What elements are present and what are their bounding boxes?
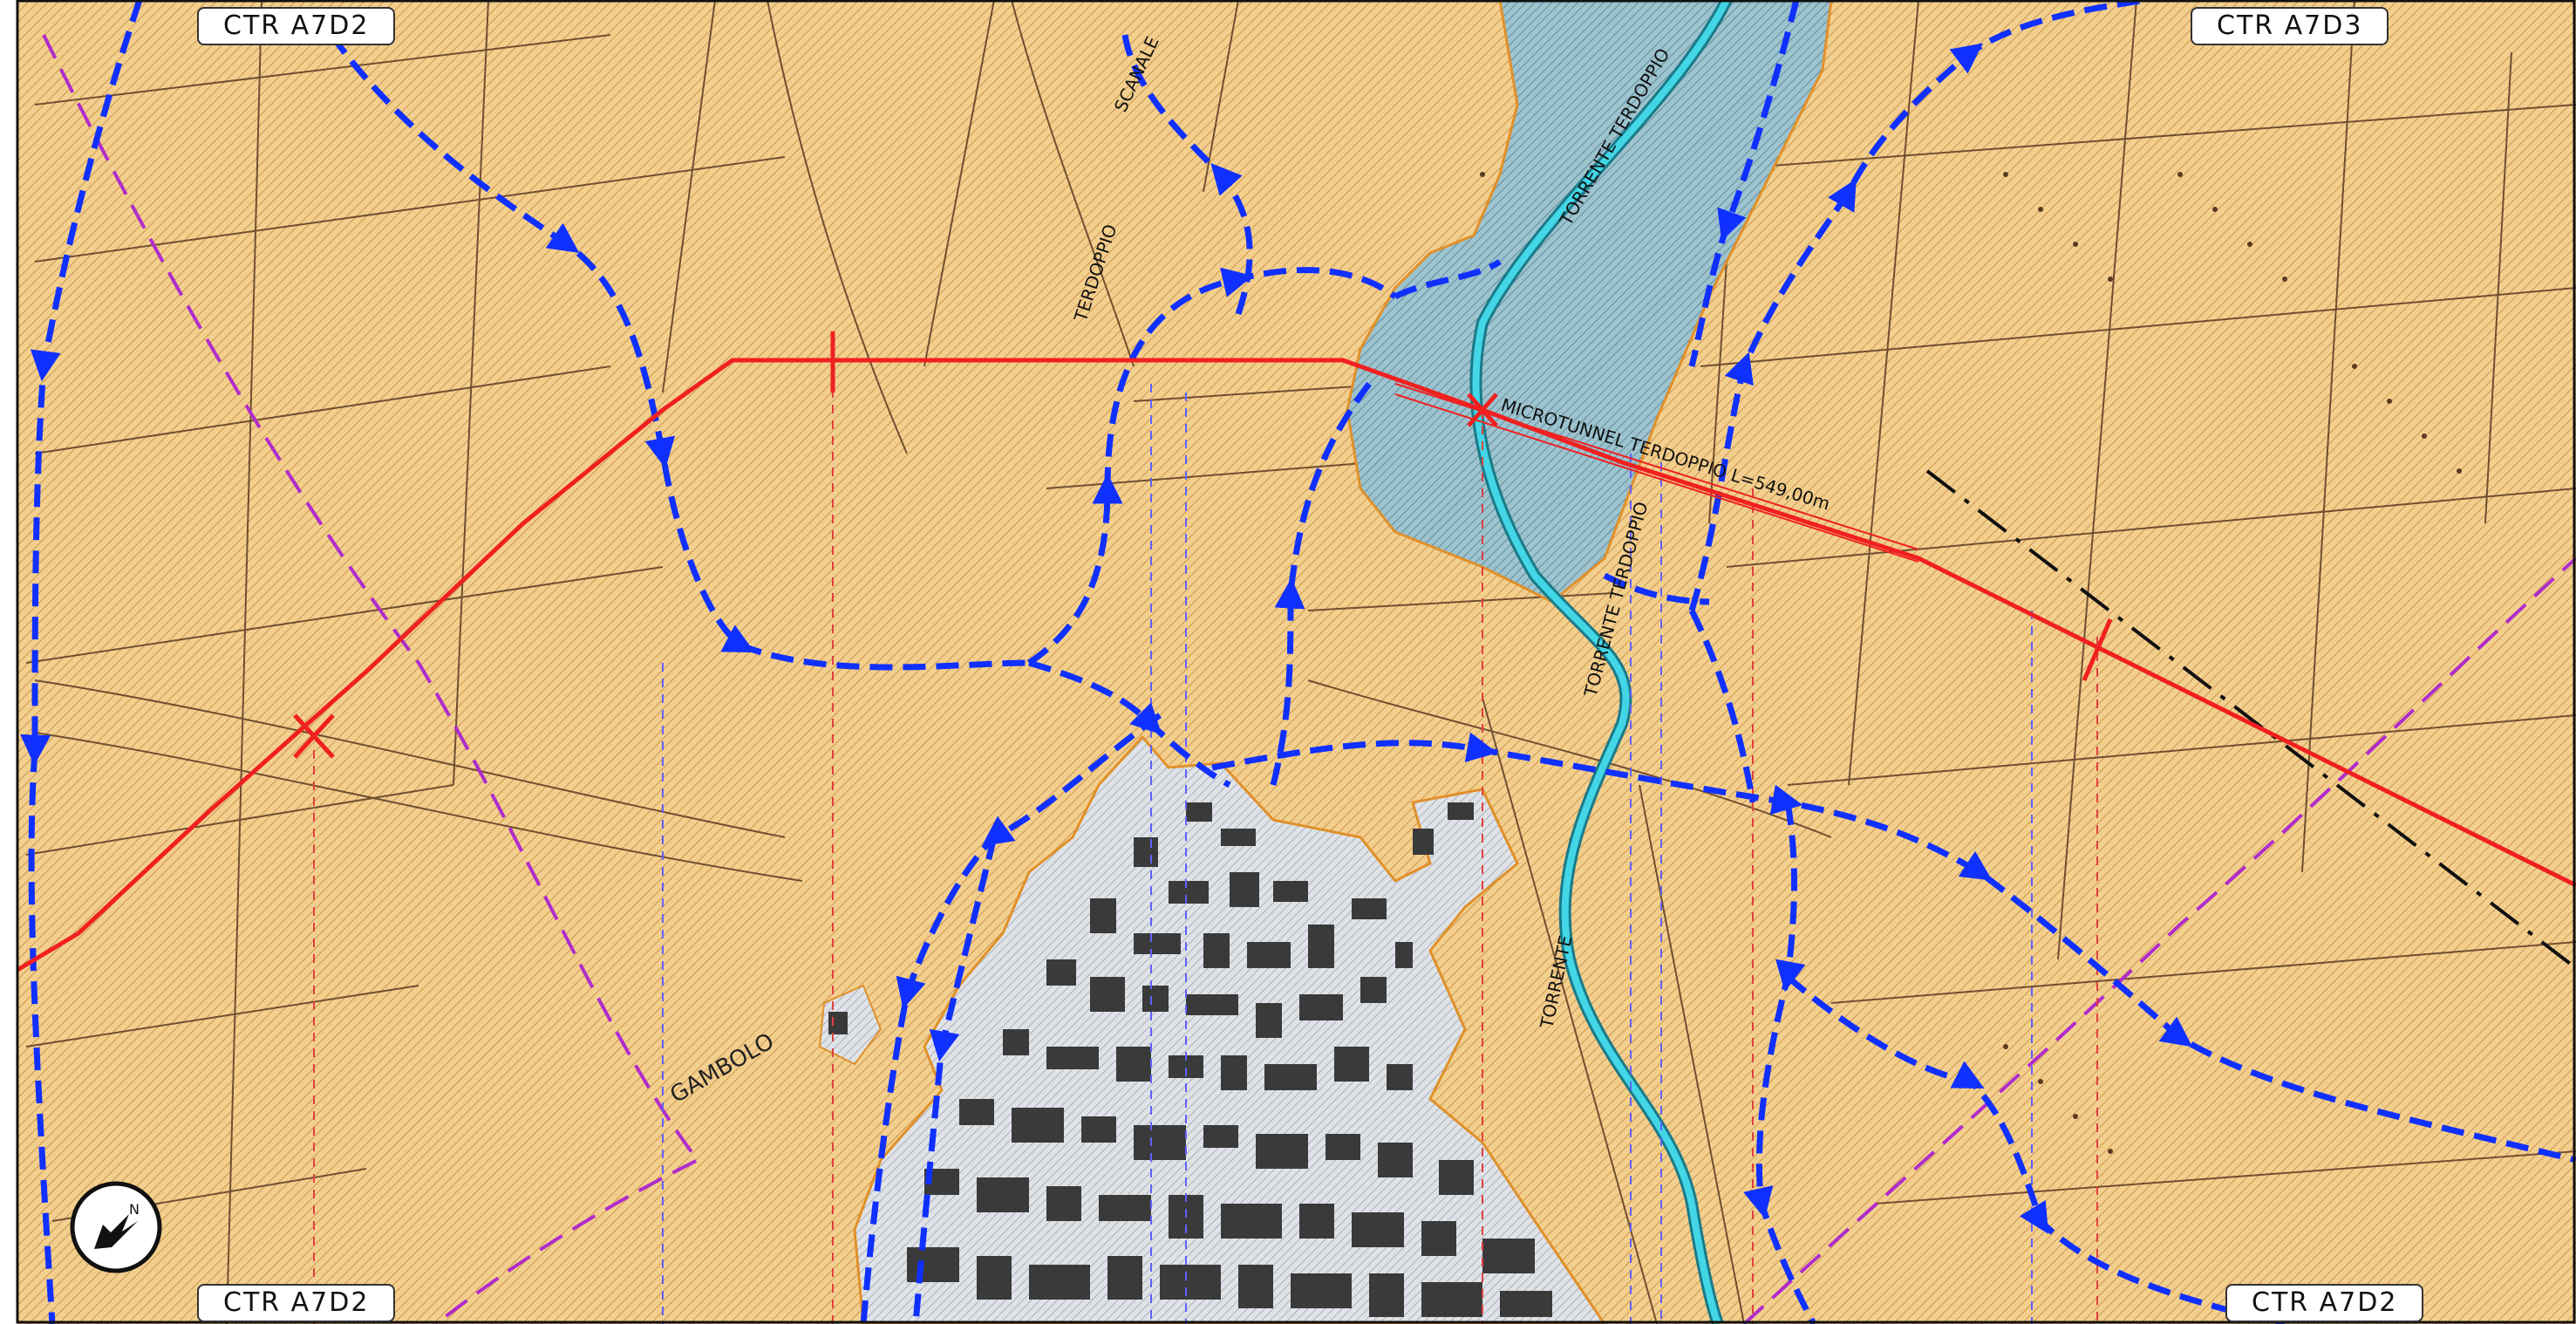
map-frame [16,0,2576,1324]
north-arrow-icon: N [70,1181,162,1273]
pipeline-route [16,331,2576,973]
dashed-line [1925,469,2576,970]
sheet-label-bottom-left: CTR A7D2 [197,1284,396,1322]
sheet-label-top-right: CTR A7D3 [2191,7,2389,45]
svg-text:N: N [129,1201,140,1218]
sheet-label-bottom-right: CTR A7D2 [2225,1284,2424,1322]
river-core [1472,0,1730,1324]
buildings [828,802,1552,1317]
sheet-label-top-left: CTR A7D2 [197,7,396,45]
urban-area-west [818,984,883,1066]
drainage-network [20,0,2576,1324]
